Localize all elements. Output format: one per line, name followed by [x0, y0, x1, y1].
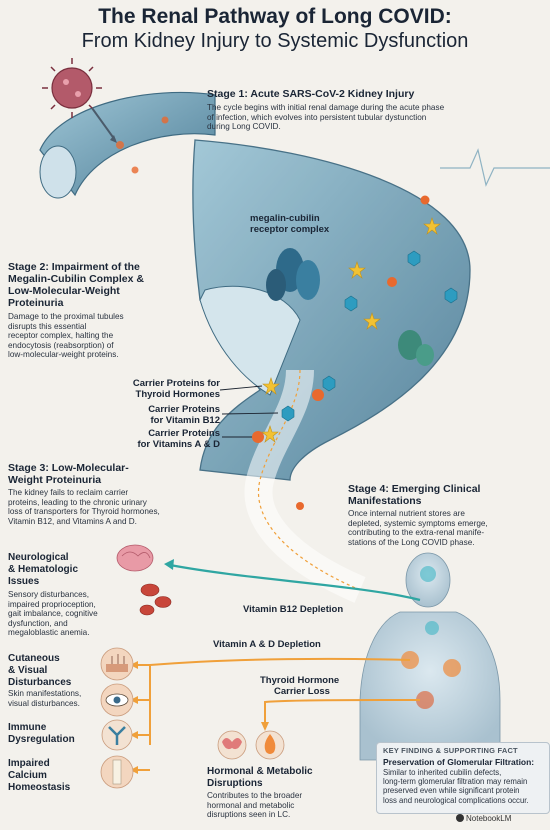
flame-icon — [255, 730, 285, 760]
b12-depletion-label: Vitamin B12 Depletion — [243, 604, 344, 615]
hormonal-text: Contributes to the broader hormonal and … — [207, 791, 303, 820]
footer-brand: NotebookLM — [466, 814, 512, 823]
key-finding-text: Similar to inherited cubilin defects, lo… — [383, 768, 529, 805]
stage4-text: Once internal nutrient stores are deplet… — [348, 509, 488, 547]
carrier-ad-label: Carrier Proteins for Vitamins A & D — [137, 428, 220, 450]
thyroid-loss-label: Thyroid Hormone Carrier Loss — [260, 675, 340, 697]
immune-heading: Immune Dysregulation — [8, 722, 75, 745]
calcium-heading: Impaired Calcium Homeostasis — [8, 758, 71, 793]
stage3-text: The kidney fails to reclaim carrier prot… — [8, 488, 160, 526]
thyroid-gland-icon — [217, 730, 247, 760]
key-finding-box: KEY FINDING & SUPPORTING FACT Preservati… — [376, 742, 550, 814]
skin-icon — [100, 647, 134, 681]
key-finding-heading: Preservation of Glomerular Filtration: — [383, 757, 535, 767]
receptor-complex-label: megalin-cubilin receptor complex — [250, 213, 330, 235]
b12-depletion-arrow — [169, 563, 421, 602]
neuro-text: Sensory disturbances, impaired proprioce… — [8, 590, 98, 638]
stage3-heading: Stage 3: Low-Molecular- Weight Proteinur… — [8, 462, 129, 486]
bone-icon — [100, 755, 134, 789]
stage2-text: Damage to the proximal tubules disrupts … — [8, 312, 124, 360]
title-line-1: The Renal Pathway of Long COVID: — [98, 5, 452, 28]
ad-depletion-label: Vitamin A & D Depletion — [213, 639, 321, 650]
stage2-heading: Stage 2: Impairment of the Megalin-Cubil… — [8, 261, 144, 309]
stage1-text: The cycle begins with initial renal dama… — [207, 103, 445, 132]
sars-cov-2-virus-icon — [42, 58, 117, 143]
title-line-2: From Kidney Injury to Systemic Dysfuncti… — [81, 30, 469, 52]
stage1-heading: Stage 1: Acute SARS-CoV-2 Kidney Injury — [207, 88, 415, 100]
notebooklm-logo-icon — [456, 814, 464, 822]
tubule-lumen-opening — [39, 145, 77, 199]
neuro-heading: Neurological & Hematologic Issues — [8, 552, 79, 587]
antibody-icon — [101, 719, 133, 751]
red-blood-cells-icon — [139, 583, 172, 616]
proximal-tubule — [192, 139, 471, 481]
cutaneous-heading: Cutaneous & Visual Disturbances — [8, 653, 72, 688]
key-finding-label: KEY FINDING & SUPPORTING FACT — [383, 746, 518, 755]
thyroid-carrier-loss-arrow — [264, 699, 421, 725]
hormonal-heading: Hormonal & Metabolic Disruptions — [207, 766, 313, 789]
brain-icon — [116, 544, 154, 572]
eye-icon — [100, 683, 134, 717]
vitamin-ad-depletion-arrow — [149, 657, 411, 745]
carrier-thyroid-label: Carrier Proteins for Thyroid Hormones — [132, 378, 220, 400]
megalin-cubilin-receptor-icon — [266, 248, 434, 366]
carrier-b12-label: Carrier Proteins for Vitamin B12 — [148, 404, 220, 426]
human-body-illustration — [359, 552, 501, 761]
acute-tubule-segment — [39, 91, 216, 197]
stage4-heading: Stage 4: Emerging Clinical Manifestation… — [348, 483, 481, 507]
cutaneous-text: Skin manifestations, visual disturbances… — [8, 689, 82, 708]
page-title: The Renal Pathway of Long COVID: From Ki… — [0, 4, 550, 54]
